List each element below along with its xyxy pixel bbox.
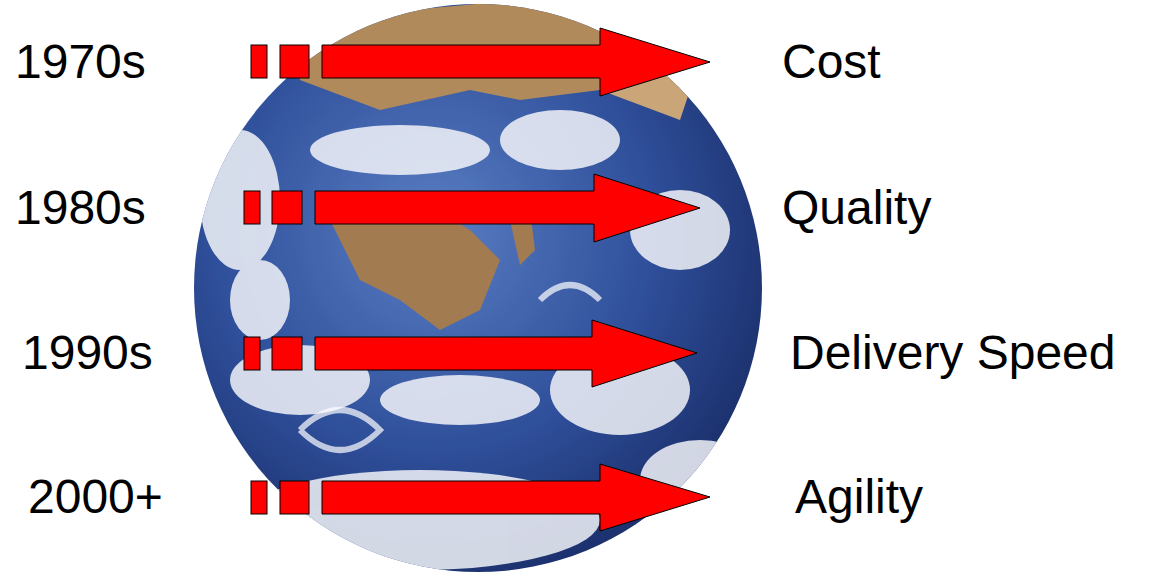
arrow-row [244,320,697,387]
arrow-row [251,28,710,96]
priority-label: Cost [782,36,881,89]
decade-label: 1970s [15,36,146,89]
priority-label: Agility [795,471,923,524]
arrow-row [244,174,700,242]
decade-label: 2000+ [28,471,163,524]
decade-label: 1980s [15,182,146,235]
priority-label: Quality [782,182,931,235]
arrow-row [251,464,710,531]
globe-surface [200,0,760,570]
priority-label: Delivery Speed [790,327,1116,380]
decade-label: 1990s [22,327,153,380]
